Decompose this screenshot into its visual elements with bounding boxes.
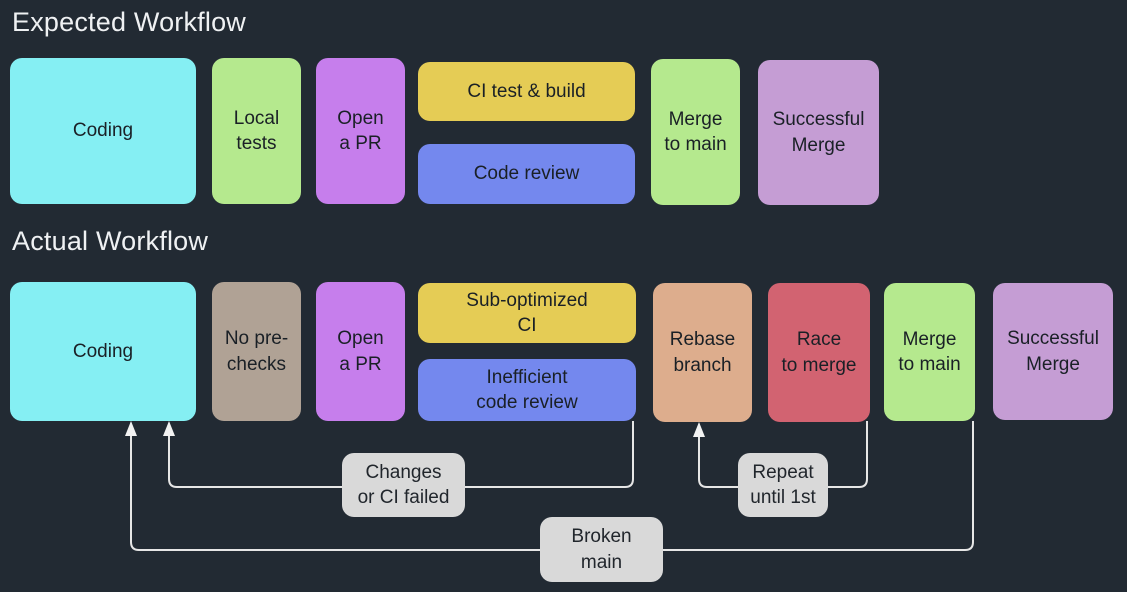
actual-box-open-a-pr-label: Open a PR [337,328,384,375]
annotation-broken-main-label: Broken main [571,526,632,573]
expected-box-open-a-pr: Open a PR [316,58,405,204]
annotation-broken-main: Broken main [540,517,663,582]
actual-box-coding-label: Coding [72,340,134,362]
actual-box-race-to-merge: Race to merge [768,283,870,422]
arrowhead-broken-main-icon [125,421,137,436]
expected-box-coding: Coding [10,58,196,204]
expected-box-ci-test-build: CI test & build [418,62,635,121]
annotation-changes-or-ci-failed-label: Changes or CI failed [357,461,450,508]
actual-box-inefficient-code-review: Inefficient code review [418,359,636,421]
expected-box-local-tests-label: Local tests [233,107,280,154]
actual-box-rebase-branch-label: Rebase branch [669,329,736,376]
expected-box-merge-to-main-label: Merge to main [664,108,727,155]
annotation-repeat-until-1st: Repeat until 1st [738,453,828,517]
actual-box-sub-optimized-ci-label: Sub-optimized CI [466,289,588,336]
actual-box-no-pre-checks-label: No pre- checks [224,328,289,375]
annotation-changes-or-ci-failed: Changes or CI failed [342,453,465,517]
annotation-repeat-until-1st-label: Repeat until 1st [750,461,816,508]
actual-box-rebase-branch: Rebase branch [653,283,752,422]
actual-box-no-pre-checks: No pre- checks [212,282,301,421]
expected-box-local-tests: Local tests [212,58,301,204]
actual-box-successful-merge-label: Successful Merge [1007,328,1099,375]
expected-box-code-review-label: Code review [473,163,580,185]
arrowhead-changes-or-ci-failed-icon [163,421,175,436]
actual-box-merge-to-main: Merge to main [884,283,975,421]
actual-box-inefficient-code-review-label: Inefficient code review [476,366,578,413]
expected-box-successful-merge-label: Successful Merge [772,109,865,156]
expected-box-open-a-pr-label: Open a PR [337,107,384,154]
expected-box-ci-test-build-label: CI test & build [467,80,586,102]
arrowhead-repeat-until-1st-icon [693,422,705,437]
actual-box-successful-merge: Successful Merge [993,283,1113,420]
actual-box-open-a-pr: Open a PR [316,282,405,421]
expected-box-successful-merge: Successful Merge [758,60,879,205]
expected-workflow-title: Expected Workflow [12,7,246,37]
expected-box-coding-label: Coding [72,120,134,142]
expected-box-merge-to-main: Merge to main [651,59,740,205]
actual-box-coding: Coding [10,282,196,421]
actual-workflow-title: Actual Workflow [12,226,209,256]
actual-box-merge-to-main-label: Merge to main [898,328,961,375]
expected-box-code-review: Code review [418,144,635,204]
actual-box-sub-optimized-ci: Sub-optimized CI [418,283,636,343]
actual-box-race-to-merge-label: Race to merge [781,329,857,376]
